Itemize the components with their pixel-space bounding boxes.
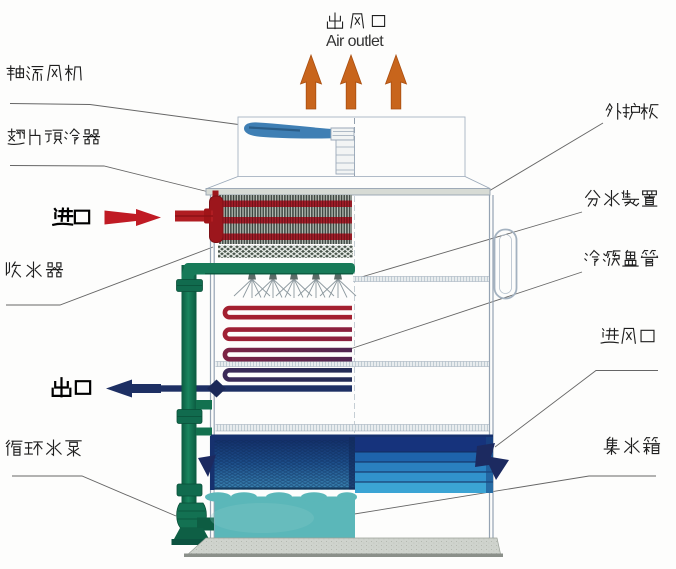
svg-text:Air outlet: Air outlet: [326, 33, 384, 50]
